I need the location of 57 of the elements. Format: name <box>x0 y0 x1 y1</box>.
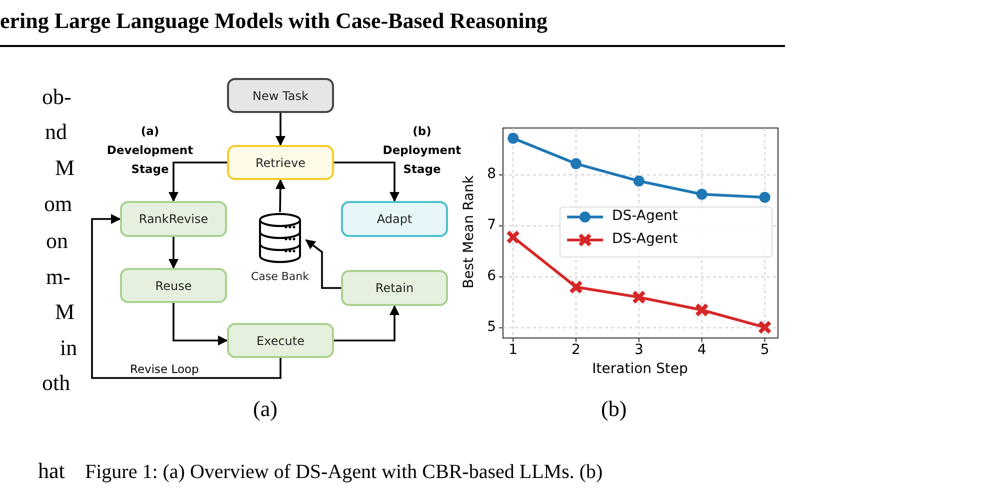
legend-label: DS-Agent <box>612 231 678 247</box>
tick-label: 5 <box>759 342 770 358</box>
arrow <box>276 113 286 146</box>
point <box>632 290 646 304</box>
body-text-fragment: on <box>46 228 68 254</box>
tick-label: 1 <box>508 342 519 358</box>
process-box: Reuse <box>120 268 227 303</box>
tick-label: 6 <box>486 268 496 284</box>
subfigure-label: (b) <box>601 396 627 422</box>
process-box: Execute <box>227 323 334 358</box>
point <box>633 176 644 187</box>
body-text-fragment: oth <box>42 370 70 396</box>
point <box>696 188 708 200</box>
body-text-fragment: in <box>60 335 78 361</box>
process-box: Adapt <box>341 201 448 237</box>
arrow <box>275 179 286 212</box>
body-text-fragment: M <box>55 299 75 325</box>
axis-title: Iteration Step <box>591 361 689 377</box>
point <box>570 158 582 170</box>
body-text-fragment: nd <box>45 119 67 145</box>
point <box>569 280 583 294</box>
subfigure-label: (a) <box>253 396 278 422</box>
process-box: Retrieve <box>227 145 334 180</box>
stage-label: (a) Development Stage <box>106 123 194 178</box>
process-box: New Task <box>227 78 334 113</box>
axis-title: Best Mean Rank <box>461 174 477 291</box>
body-text-fragment: m- <box>46 264 70 290</box>
tick-label: 8 <box>486 166 496 182</box>
figure-caption: Figure 1: (a) Overview of DS-Agent with CBR-based LLMs. (b) <box>85 461 603 484</box>
point <box>759 192 770 203</box>
tick-label: 7 <box>486 216 496 233</box>
tick-label: 4 <box>696 342 708 358</box>
body-text-fragment: M <box>55 155 75 181</box>
arrow <box>91 214 282 379</box>
arrow <box>172 303 228 346</box>
stage-label: (b) Deployment Stage <box>382 123 462 178</box>
point <box>508 132 519 144</box>
tick-label: 3 <box>633 342 644 358</box>
arrow <box>334 162 400 202</box>
point <box>694 302 709 317</box>
process-box: RankRevise <box>120 201 227 237</box>
body-text-fragment: ob- <box>42 84 72 110</box>
header-title: ering Large Language Models with Case-Based Reasoning <box>0 8 548 34</box>
arrow <box>168 162 227 202</box>
arrow <box>334 305 400 342</box>
process-box: Retain <box>341 270 448 306</box>
point <box>758 320 772 334</box>
tick-label: 5 <box>486 318 496 335</box>
body-text-fragment: hat <box>38 458 65 484</box>
legend-label: DS-Agent <box>612 208 678 224</box>
node-label: Case Bank <box>250 270 310 283</box>
arrow <box>168 237 178 269</box>
point <box>506 230 520 244</box>
edge-label: Revise Loop <box>130 362 199 376</box>
body-text-fragment: om <box>44 191 72 217</box>
arrow <box>305 239 341 289</box>
tick-label: 2 <box>570 342 582 358</box>
